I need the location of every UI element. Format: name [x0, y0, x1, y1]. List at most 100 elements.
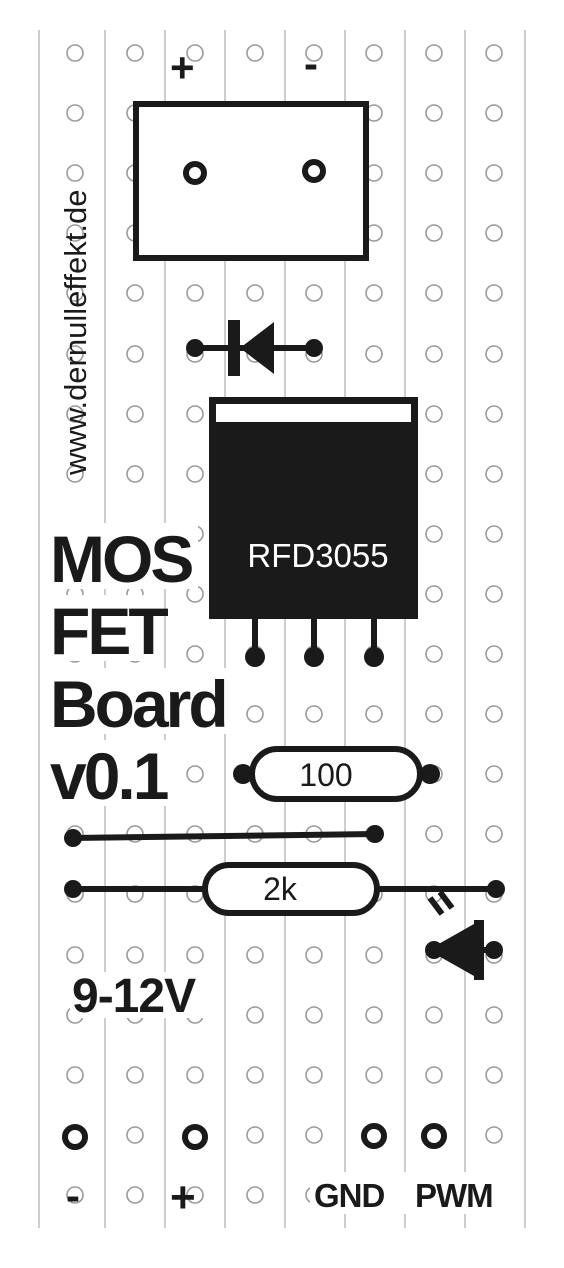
hole [485, 1006, 503, 1024]
power-minus-label: - [304, 40, 318, 87]
hole [425, 44, 443, 62]
hole [66, 44, 84, 62]
pad-pwm [421, 1123, 447, 1149]
resistor-gate: 100 [233, 746, 440, 802]
power-plus-label: + [170, 44, 195, 91]
hole [425, 1066, 443, 1084]
pad-gnd [361, 1123, 387, 1149]
hole [186, 645, 204, 663]
hole [425, 405, 443, 423]
hole [485, 465, 503, 483]
hole [126, 44, 144, 62]
mosfet-body [209, 397, 418, 619]
hole [485, 405, 503, 423]
label-plus: + [170, 1173, 196, 1222]
hole [305, 705, 323, 723]
hole [305, 1006, 323, 1024]
board-title: MOS FET Board v0.1 [48, 522, 234, 813]
hole [186, 765, 204, 783]
hole [66, 224, 84, 242]
hole [66, 1066, 84, 1084]
hole [246, 1066, 264, 1084]
hole [246, 946, 264, 964]
resistor-pulldown-label: 2k [263, 871, 298, 907]
pad-plus [182, 1124, 208, 1150]
title-line-4: v0.1 [50, 739, 168, 813]
hole [485, 525, 503, 543]
resistor-gate-label: 100 [299, 757, 352, 793]
hole [425, 465, 443, 483]
hole [425, 164, 443, 182]
hole [485, 705, 503, 723]
hole [425, 104, 443, 122]
hole [485, 765, 503, 783]
hole [126, 946, 144, 964]
hole [485, 224, 503, 242]
hole [485, 104, 503, 122]
hole [365, 946, 383, 964]
hole [305, 284, 323, 302]
voltage-label: 9-12V [72, 970, 196, 1023]
hole [246, 705, 264, 723]
hole [66, 284, 84, 302]
hole [485, 1066, 503, 1084]
title-line-1: MOS [50, 522, 192, 596]
hole [365, 44, 383, 62]
hole [246, 1186, 264, 1204]
hole [126, 465, 144, 483]
hole [425, 585, 443, 603]
pad-minus [62, 1124, 88, 1150]
hole [246, 44, 264, 62]
hole [365, 284, 383, 302]
led [425, 890, 503, 980]
hole [425, 645, 443, 663]
hole [246, 284, 264, 302]
power-jack: + - [133, 40, 369, 261]
mosfet-label: RFD3055 [247, 537, 388, 574]
hole [66, 345, 84, 363]
hole [66, 1186, 84, 1204]
hole [186, 44, 204, 62]
hole [425, 705, 443, 723]
hole [305, 44, 323, 62]
hole [485, 1126, 503, 1144]
hole [305, 1066, 323, 1084]
hole [66, 405, 84, 423]
hole [305, 1126, 323, 1144]
hole [425, 525, 443, 543]
terminal-pads [62, 1123, 447, 1150]
website-label: www.dernulleffekt.de [58, 190, 93, 476]
hole [365, 345, 383, 363]
hole [186, 946, 204, 964]
hole [186, 1186, 204, 1204]
hole [485, 585, 503, 603]
hole [485, 345, 503, 363]
hole [126, 345, 144, 363]
hole [365, 1006, 383, 1024]
mosfet-tab [216, 404, 411, 422]
hole [186, 405, 204, 423]
hole [365, 1066, 383, 1084]
hole [66, 104, 84, 122]
label-minus: - [66, 1172, 80, 1219]
hole [365, 705, 383, 723]
wire-jumper [64, 825, 384, 847]
title-line-2: FET [50, 594, 168, 668]
hole [485, 645, 503, 663]
hole [186, 1066, 204, 1084]
hole [425, 345, 443, 363]
diode [186, 320, 323, 376]
hole [305, 946, 323, 964]
power-jack-pin-minus [302, 159, 326, 183]
hole [66, 164, 84, 182]
hole [126, 284, 144, 302]
hole [425, 825, 443, 843]
hole [186, 465, 204, 483]
hole [485, 825, 503, 843]
hole [126, 405, 144, 423]
title-line-3: Board [50, 667, 226, 741]
resistor-pulldown: 2k [64, 862, 505, 916]
hole [246, 1006, 264, 1024]
power-jack-body [133, 101, 369, 261]
